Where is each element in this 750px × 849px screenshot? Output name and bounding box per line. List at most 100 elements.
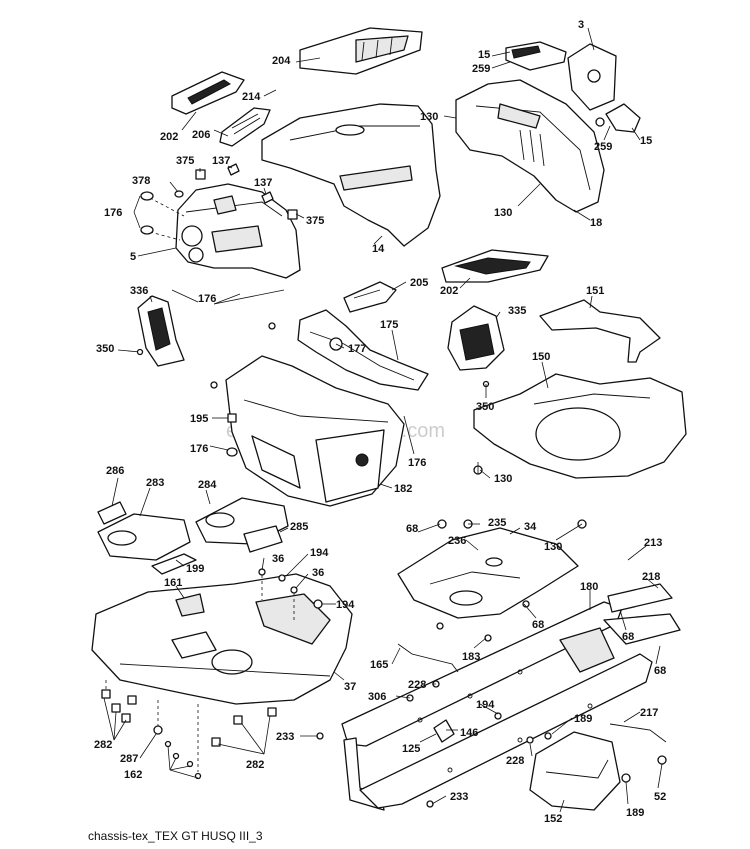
dash-panel-part-5 <box>149 183 301 279</box>
callout-236: 236 <box>448 535 466 547</box>
callout-375: 375 <box>176 155 194 167</box>
callout-125: 125 <box>402 743 420 755</box>
callout-176: 176 <box>190 443 208 455</box>
callout-15: 15 <box>478 49 490 61</box>
callout-284: 284 <box>198 479 217 491</box>
callout-228: 228 <box>408 679 426 691</box>
callout-259: 259 <box>594 141 612 153</box>
grille-part-202-right <box>441 249 549 283</box>
clip-parts-282-287-162 <box>101 680 277 780</box>
leader-lines <box>103 27 663 813</box>
callout-199: 199 <box>186 563 204 575</box>
callout-68: 68 <box>532 619 544 631</box>
steering-support-part-175 <box>297 309 429 391</box>
callout-375: 375 <box>306 215 324 227</box>
callout-217: 217 <box>640 707 658 719</box>
callout-233: 233 <box>450 791 468 803</box>
callout-37: 37 <box>344 681 356 693</box>
plate-part-285 <box>243 525 283 553</box>
side-cover-part-336 <box>137 295 185 367</box>
callout-336: 336 <box>130 285 148 297</box>
callout-306: 306 <box>368 691 386 703</box>
side-pod-part-18 <box>455 79 605 213</box>
callout-228: 228 <box>506 755 524 767</box>
callout-259: 259 <box>472 63 490 75</box>
callout-233: 233 <box>276 731 294 743</box>
callout-150: 150 <box>532 351 550 363</box>
callout-137: 137 <box>212 155 230 167</box>
callout-176: 176 <box>198 293 216 305</box>
hood-part-14 <box>261 103 441 247</box>
callout-130: 130 <box>494 473 512 485</box>
callout-235: 235 <box>488 517 506 529</box>
callout-350: 350 <box>476 401 494 413</box>
callout-176: 176 <box>104 207 122 219</box>
callout-194: 194 <box>476 699 495 711</box>
callout-3: 3 <box>578 19 584 31</box>
side-cover-part-335 <box>447 305 505 371</box>
callout-177: 177 <box>348 343 366 355</box>
callout-labels: 3 15 259 204 214 202 206 130 259 15 375 … <box>94 19 666 825</box>
light-housing-part-15-top <box>505 41 567 71</box>
light-housing-part-15-side <box>595 103 641 133</box>
callout-194: 194 <box>336 599 355 611</box>
bracket-part-218 <box>607 583 673 613</box>
callout-130: 130 <box>420 111 438 123</box>
callout-180: 180 <box>580 581 598 593</box>
headlight-part-205 <box>343 281 397 313</box>
callout-52: 52 <box>654 791 666 803</box>
callout-151: 151 <box>586 285 604 297</box>
bracket-part-3 <box>567 43 617 111</box>
callout-335: 335 <box>508 305 526 317</box>
callout-287: 287 <box>120 753 138 765</box>
callout-213: 213 <box>644 537 662 549</box>
callout-202: 202 <box>440 285 458 297</box>
callout-146: 146 <box>460 727 478 739</box>
callout-36: 36 <box>312 567 324 579</box>
callout-283: 283 <box>146 477 164 489</box>
callout-205: 205 <box>410 277 428 289</box>
rod-part-165 <box>397 643 459 673</box>
callout-161: 161 <box>164 577 182 589</box>
callout-214: 214 <box>242 91 261 103</box>
callout-189: 189 <box>626 807 644 819</box>
callout-189: 189 <box>574 713 592 725</box>
callout-34: 34 <box>524 521 537 533</box>
callout-5: 5 <box>130 251 136 263</box>
callout-194: 194 <box>310 547 329 559</box>
callout-182: 182 <box>394 483 412 495</box>
frame-part-180 <box>341 601 681 811</box>
callout-36: 36 <box>272 553 284 565</box>
cover-part-199 <box>151 553 197 575</box>
hardware-228-189-306-194 <box>316 680 552 808</box>
callout-162: 162 <box>124 769 142 781</box>
callout-282: 282 <box>246 759 264 771</box>
callout-165: 165 <box>370 659 388 671</box>
seat-plate-part-34 <box>397 519 579 642</box>
callout-378: 378 <box>132 175 150 187</box>
callout-218: 218 <box>642 571 660 583</box>
callout-14: 14 <box>372 243 385 255</box>
cover-part-283 <box>97 513 191 561</box>
callout-286: 286 <box>106 465 124 477</box>
diagram-caption: chassis-tex_TEX GT HUSQ III_3 <box>88 829 263 843</box>
bolt-parts-176-378 <box>140 190 184 235</box>
callout-68: 68 <box>406 523 418 535</box>
callout-202: 202 <box>160 131 178 143</box>
screw-part-350-left <box>117 348 144 356</box>
callout-15: 15 <box>640 135 652 147</box>
callout-282: 282 <box>94 739 112 751</box>
callout-68: 68 <box>622 631 634 643</box>
grille-insert-part-206 <box>219 107 271 147</box>
bolt-parts-36-194 <box>258 568 323 620</box>
callout-137: 137 <box>254 177 272 189</box>
headlight-lens-part-202-left <box>171 71 245 115</box>
callout-204: 204 <box>272 55 291 67</box>
rod-part-217 <box>609 723 667 765</box>
clip-parts-137-375 <box>195 163 298 220</box>
front-panel-part-182 <box>225 355 405 507</box>
callout-130: 130 <box>544 541 562 553</box>
callout-195: 195 <box>190 413 208 425</box>
battery-tray-part-152 <box>529 731 631 811</box>
callout-176: 176 <box>408 457 426 469</box>
